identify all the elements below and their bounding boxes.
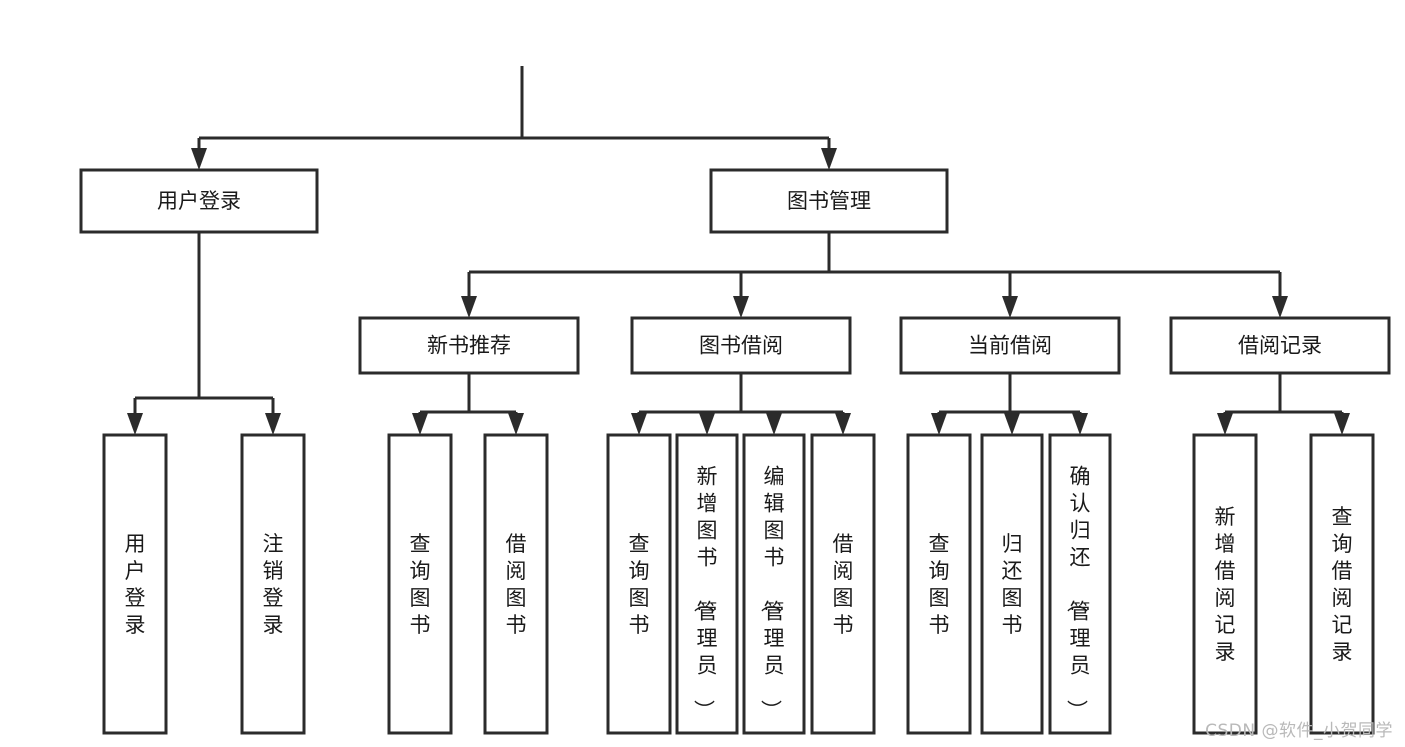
connector-layer	[127, 66, 1350, 435]
node-box	[906, 433, 972, 735]
node-label: 归还图书	[1002, 532, 1023, 637]
node-label: 查询借阅记录	[1332, 505, 1353, 664]
node-label: 查询图书	[929, 532, 950, 637]
node-label: 图书管理	[787, 189, 871, 213]
node-box	[980, 433, 1044, 735]
node-label: 编辑图书（管理员）	[759, 465, 785, 721]
node-label: 借阅图书	[833, 532, 854, 637]
node-leaf-2[interactable]: 查询图书	[387, 433, 453, 735]
node-leaf-6[interactable]: 编辑图书（管理员）	[742, 433, 806, 735]
node-box	[1309, 433, 1375, 735]
node-box	[483, 433, 549, 735]
node-leaf-0[interactable]: 用户登录	[102, 433, 168, 735]
arrow-head-icon	[835, 413, 851, 435]
node-label: 注销登录	[263, 532, 284, 637]
arrow-head-icon	[508, 413, 524, 435]
node-layer: 用户登录图书管理新书推荐图书借阅当前借阅借阅记录用户登录注销登录查询图书借阅图书…	[79, 168, 1391, 735]
node-box	[1192, 433, 1258, 735]
arrow-head-icon	[191, 148, 207, 170]
node-level3-0[interactable]: 新书推荐	[358, 316, 580, 375]
arrow-head-icon	[412, 413, 428, 435]
arrow-head-icon	[821, 148, 837, 170]
arrow-head-icon	[1217, 413, 1233, 435]
node-label: 图书借阅	[699, 334, 783, 358]
arrow-head-icon	[127, 413, 143, 435]
node-label: 借阅图书	[506, 532, 527, 637]
node-box	[79, 168, 319, 234]
node-label: 用户登录	[157, 189, 241, 213]
node-level3-1[interactable]: 图书借阅	[630, 316, 852, 375]
arrow-head-icon	[931, 413, 947, 435]
arrow-head-icon	[1334, 413, 1350, 435]
node-box	[606, 433, 672, 735]
arrow-head-icon	[265, 413, 281, 435]
node-leaf-12[interactable]: 查询借阅记录	[1309, 433, 1375, 735]
node-box	[240, 433, 306, 735]
node-leaf-3[interactable]: 借阅图书	[483, 433, 549, 735]
node-label: 新书推荐	[427, 334, 511, 358]
node-leaf-4[interactable]: 查询图书	[606, 433, 672, 735]
node-level2-1[interactable]: 图书管理	[709, 168, 949, 234]
arrow-head-icon	[1004, 413, 1020, 435]
node-label: 当前借阅	[968, 334, 1052, 358]
node-label: 新增图书（管理员）	[692, 465, 718, 721]
node-box	[899, 316, 1121, 375]
node-box	[810, 433, 876, 735]
node-box	[387, 433, 453, 735]
node-leaf-5[interactable]: 新增图书（管理员）	[675, 433, 739, 735]
node-leaf-10[interactable]: 确认归还（管理员）	[1048, 433, 1112, 735]
node-label: 新增借阅记录	[1215, 505, 1236, 664]
arrow-head-icon	[766, 413, 782, 435]
node-box	[1169, 316, 1391, 375]
node-leaf-11[interactable]: 新增借阅记录	[1192, 433, 1258, 735]
arrow-head-icon	[699, 413, 715, 435]
node-box	[1048, 433, 1112, 735]
node-leaf-9[interactable]: 归还图书	[980, 433, 1044, 735]
node-box	[358, 316, 580, 375]
node-label: 查询图书	[629, 532, 650, 637]
arrow-head-icon	[1272, 296, 1288, 318]
node-box	[102, 433, 168, 735]
node-box	[630, 316, 852, 375]
node-level3-3[interactable]: 借阅记录	[1169, 316, 1391, 375]
arrow-head-icon	[733, 296, 749, 318]
arrow-head-icon	[461, 296, 477, 318]
arrow-head-icon	[1002, 296, 1018, 318]
arrow-head-icon	[631, 413, 647, 435]
node-level2-0[interactable]: 用户登录	[79, 168, 319, 234]
node-leaf-1[interactable]: 注销登录	[240, 433, 306, 735]
node-leaf-7[interactable]: 借阅图书	[810, 433, 876, 735]
node-label: 查询图书	[410, 532, 431, 637]
node-box	[709, 168, 949, 234]
node-level3-2[interactable]: 当前借阅	[899, 316, 1121, 375]
node-box	[675, 433, 739, 735]
node-box	[742, 433, 806, 735]
arrow-head-icon	[1072, 413, 1088, 435]
node-label: 借阅记录	[1238, 334, 1322, 358]
node-leaf-8[interactable]: 查询图书	[906, 433, 972, 735]
node-label: 用户登录	[125, 532, 146, 637]
node-label: 确认归还（管理员）	[1065, 465, 1091, 721]
